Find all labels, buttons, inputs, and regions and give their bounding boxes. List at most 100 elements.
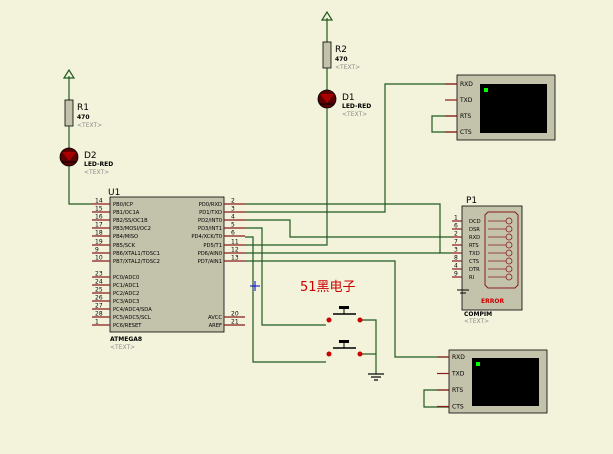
p1-pin-label: TXD: [468, 251, 480, 257]
p1-pin-num: 8: [454, 255, 458, 262]
terminal-top-pin-label: CTS: [460, 129, 472, 136]
terminal-top-pin-label: RTS: [460, 113, 471, 120]
p1-ref: P1: [466, 196, 477, 206]
mcu-u1[interactable]: U1 14PB0/ICP15PB1/OC1A16PB2/SS/OC1B17PB3…: [92, 188, 245, 351]
u1-pin-num: 9: [95, 247, 99, 254]
u1-right-pins: 2PD0/RXD3PD1/TXD4PD2/INT05PD3/INT16PD4/X…: [191, 198, 245, 329]
p1-pin-num: 3: [454, 247, 458, 254]
u1-pin-num: 17: [95, 222, 103, 229]
u1-pin-label: PC2/ADC2: [113, 291, 139, 297]
u1-pin-label: PC3/ADC3: [113, 299, 139, 305]
p1-part: COMPIM: [464, 311, 492, 318]
u1-pin-num: 16: [95, 214, 103, 221]
terminal-top-screen: [480, 84, 547, 133]
r1-text-placeholder: <TEXT>: [77, 122, 102, 129]
push-button-1[interactable]: [326, 306, 363, 323]
terminal-bottom-pin-label: RTS: [452, 387, 463, 394]
u1-pin-num: 2: [231, 198, 235, 205]
u1-pin-label: PC0/ADC0: [113, 275, 139, 281]
u1-pin-num: 11: [231, 239, 239, 246]
p1-pin-num: 7: [454, 239, 458, 246]
u1-pin-num: 23: [95, 271, 103, 278]
push-button-2[interactable]: [326, 340, 363, 357]
u1-pin-label: PD3/INT1: [198, 226, 222, 232]
p1-pin-socket: [505, 225, 513, 233]
p1-pin-socket: [505, 249, 513, 257]
terminal-bottom-screen: [472, 358, 539, 406]
led-d1[interactable]: D1 LED-RED <TEXT>: [317, 89, 371, 118]
terminal-top-pin-label: TXD: [459, 97, 473, 104]
u1-pin-label: PC6/RESET: [113, 323, 142, 329]
wires: [68, 83, 464, 408]
u1-pin-label: AREF: [209, 323, 222, 329]
u1-pin-label: PB1/OC1A: [113, 210, 140, 216]
resistor-r1[interactable]: R1 470 <TEXT>: [64, 99, 102, 148]
p1-pin-num: 4: [454, 263, 458, 270]
p1-pin-num: 1: [454, 215, 458, 222]
power-terminal-r1[interactable]: [62, 68, 76, 100]
terminal-top-pin-label: RXD: [460, 81, 473, 88]
u1-text-placeholder: <TEXT>: [110, 344, 135, 351]
ground-symbol: [368, 373, 384, 381]
d1-text-placeholder: <TEXT>: [342, 111, 367, 118]
u1-pin-label: PC5/ADC5/SCL: [113, 315, 151, 321]
p1-pin-label: RTS: [469, 243, 479, 249]
u1-pin-num: 21: [231, 319, 239, 326]
u1-pin-label: PC4/ADC4/SDA: [113, 307, 152, 313]
u1-pin-num: 1: [95, 319, 99, 326]
p1-pin-num: 2: [454, 231, 458, 238]
u1-pin-label: PD5/T1: [203, 243, 222, 249]
u1-pin-label: AVCC: [208, 315, 222, 321]
virtual-terminal-top[interactable]: RXD TXD RTS CTS: [445, 74, 556, 141]
u1-pin-num: 18: [95, 230, 103, 237]
p1-status: ERROR: [481, 298, 504, 305]
u1-pin-num: 15: [95, 206, 103, 213]
resistor-r2[interactable]: R2 470 <TEXT>: [322, 41, 360, 90]
p1-pin-socket: [505, 257, 513, 265]
u1-pin-num: 19: [95, 239, 103, 246]
u1-pin-label: PB0/ICP: [113, 202, 133, 208]
p1-pin-num: 9: [454, 271, 458, 278]
u1-pin-num: 3: [231, 206, 235, 213]
d2-text-placeholder: <TEXT>: [84, 169, 109, 176]
terminal-bottom-cursor: [476, 362, 480, 366]
p1-pin-socket: [505, 217, 513, 225]
u1-pin-num: 6: [231, 230, 235, 237]
u1-pin-label: PB4/MISO: [113, 234, 138, 240]
p1-pin-label: CTS: [469, 259, 479, 265]
d2-ref: D2: [84, 151, 97, 161]
d1-value: LED-RED: [342, 103, 371, 110]
u1-pin-label: PB5/SCK: [113, 243, 136, 249]
led-d2[interactable]: D2 LED-RED <TEXT>: [59, 147, 113, 176]
u1-pin-num: 28: [95, 311, 103, 318]
power-terminal-r2[interactable]: [320, 10, 334, 42]
u1-left-pins: 14PB0/ICP15PB1/OC1A16PB2/SS/OC1B17PB3/MO…: [92, 198, 160, 329]
p1-pin-socket: [505, 241, 513, 249]
p1-pin-label: DTR: [469, 267, 480, 273]
u1-pin-num: 14: [95, 198, 103, 205]
u1-part: ATMEGA8: [110, 336, 142, 343]
d2-value: LED-RED: [84, 161, 113, 168]
u1-pin-label: PD0/RXD: [199, 202, 222, 208]
p1-pin-label: RI: [469, 275, 475, 281]
p1-pin-num: 6: [454, 223, 458, 230]
u1-pin-label: PD4/XCK/T0: [191, 234, 222, 240]
u1-ref: U1: [108, 188, 120, 198]
terminal-top-pins: RXD TXD RTS CTS: [445, 81, 473, 136]
p1-pin-label: DSR: [469, 227, 480, 233]
u1-pin-label: PB3/MOSI/OC2: [113, 226, 151, 232]
u1-pin-label: PD1/TXD: [199, 210, 222, 216]
probe-junction[interactable]: [250, 281, 260, 291]
p1-pin-socket: [505, 273, 513, 281]
u1-pin-label: PD7/AIN1: [198, 259, 222, 265]
r1-value: 470: [77, 114, 90, 121]
p1-pin-label: DCD: [469, 219, 481, 225]
u1-pin-label: PB6/XTAL1/TOSC1: [113, 251, 160, 257]
d1-ref: D1: [342, 93, 355, 103]
u1-pin-num: 25: [95, 287, 103, 294]
